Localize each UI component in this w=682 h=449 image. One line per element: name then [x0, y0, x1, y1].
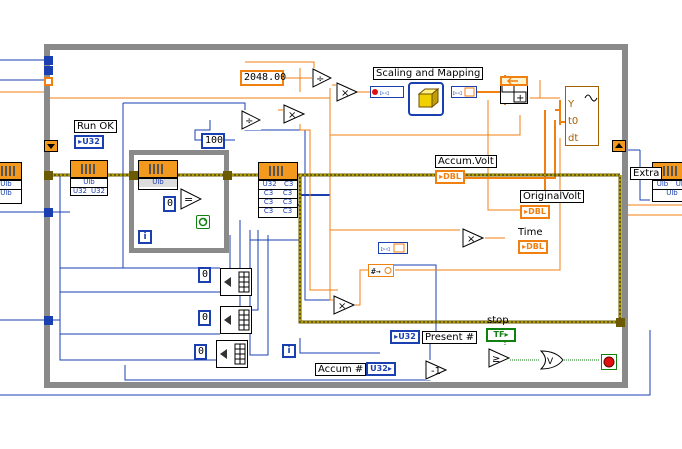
u32-type-label: U32 [370, 364, 388, 373]
dbl-type-label: DBL [526, 242, 544, 251]
svg-text:×: × [467, 234, 475, 245]
outer-loop-iteration-terminal: i [282, 344, 296, 358]
svg-text:×: × [338, 301, 346, 312]
to-double-node: #→ [368, 264, 394, 277]
present-count-label: Present # [422, 331, 478, 344]
multiply-node: × [333, 295, 356, 315]
shift-register-left [44, 140, 58, 152]
multiply-node: × [283, 104, 306, 124]
indicator-arrow-icon: ▸ [524, 207, 529, 216]
control-arrow-icon: ▸ [387, 364, 392, 373]
time-indicator[interactable]: ▸DBL [518, 240, 548, 254]
dynamic-data-terminal: ▷◁ [378, 242, 408, 254]
u32-type-label: U32 [398, 332, 416, 341]
svg-text:#→: #→ [371, 267, 381, 276]
original-volt-label: OriginalVolt [520, 190, 585, 203]
loop-tunnel [44, 208, 53, 217]
equal-node: = [180, 188, 203, 210]
svg-text:+: + [516, 93, 524, 103]
scaling-input-terminal: ▷◁ [370, 86, 404, 98]
waveform-t0-terminal: t0 [568, 116, 579, 127]
scaling-and-mapping-node[interactable] [408, 82, 444, 116]
waveform-y-terminal: Y [568, 99, 575, 110]
stop-label: stop [487, 315, 509, 326]
waveform-icon [584, 94, 598, 102]
run-ok-label: Run OK [74, 120, 117, 133]
dbl-type-label: DBL [528, 207, 546, 216]
svg-text:▷◁: ▷◁ [453, 89, 461, 97]
or-node: V [539, 350, 564, 370]
scaling-and-mapping-label: Scaling and Mapping [373, 67, 484, 80]
waveform-dt-terminal: dt [568, 133, 579, 144]
inner-loop-tunnel [129, 171, 138, 180]
zero-constant[interactable]: 0 [198, 267, 211, 283]
u32-type-label: U32 [82, 137, 100, 146]
greater-equal-node: ≥ [488, 348, 511, 368]
inner-loop-condition-terminal[interactable] [196, 215, 210, 229]
feedback-node [500, 76, 528, 86]
indicator-arrow-icon: ▸ [522, 242, 527, 251]
svg-text:V: V [547, 357, 554, 367]
svg-text:÷: ÷ [316, 74, 324, 85]
divide-node: ÷ [312, 68, 333, 88]
loop-condition-terminal[interactable] [601, 354, 617, 370]
multiply-node: × [462, 228, 485, 248]
control-arrow-icon: ▸ [504, 330, 509, 339]
run-ok-terminal[interactable]: ▸U32 [74, 135, 104, 149]
svg-text:▷◁: ▷◁ [380, 89, 388, 97]
loop-tunnel [44, 171, 53, 180]
present-count-indicator[interactable]: ▸U32 [390, 330, 420, 344]
array-index-node [216, 340, 248, 368]
scaling-output-terminal: ▷◁ [451, 86, 477, 98]
zero-constant[interactable]: 0 [198, 310, 211, 326]
svg-text:×: × [288, 110, 296, 121]
zero-constant[interactable]: 0 [163, 196, 176, 212]
divide-node: ÷ [241, 110, 262, 130]
indicator-arrow-icon: ▸ [394, 332, 399, 341]
loop-tunnel [44, 66, 53, 75]
loop-tunnel [44, 77, 53, 86]
build-waveform-node: Y t0 dt [565, 86, 599, 146]
wait-ms-constant[interactable]: 100 [201, 133, 225, 149]
svg-text:-1: -1 [431, 366, 441, 377]
time-label: Time [518, 227, 543, 238]
sample-count-constant[interactable]: 2048.00 [240, 70, 286, 86]
svg-text:×: × [341, 88, 349, 99]
accum-volt-label: Accum.Volt [435, 155, 497, 168]
decrement-node: -1 [425, 360, 448, 380]
dbl-type-label: DBL [443, 172, 461, 181]
accum-count-control[interactable]: U32▸ [366, 362, 396, 376]
tf-type-label: TF [493, 330, 505, 339]
extract-partial-label: Extra [630, 167, 663, 180]
u32-type-label: ▸ [78, 137, 83, 146]
indicator-arrow-icon: ▸ [439, 172, 444, 181]
accum-count-label: Accum # [315, 363, 367, 376]
array-index-node [220, 306, 252, 334]
inner-loop-tunnel [223, 171, 232, 180]
svg-text:≥: ≥ [492, 354, 500, 365]
svg-text:▷◁: ▷◁ [381, 245, 389, 253]
accum-volt-indicator[interactable]: ▸DBL [435, 170, 465, 184]
unbundle-node-inner: Ulb [138, 160, 178, 190]
zero-constant[interactable]: 0 [194, 344, 207, 360]
original-volt-indicator[interactable]: ▸DBL [520, 205, 550, 219]
array-index-node [220, 268, 252, 296]
multiply-node: × [336, 82, 359, 102]
loop-tunnel [44, 316, 53, 325]
loop-tunnel [616, 318, 625, 327]
inner-while-loop [129, 150, 229, 253]
unbundle-node-left: Ulb Ulb [0, 162, 22, 204]
loop-tunnel [44, 56, 53, 65]
stop-button-control[interactable]: TF▸ [486, 328, 516, 342]
svg-text:=: = [184, 193, 193, 206]
svg-text:÷: ÷ [245, 116, 253, 127]
inner-loop-iteration-terminal: i [138, 230, 152, 244]
shift-register-right [612, 140, 626, 152]
